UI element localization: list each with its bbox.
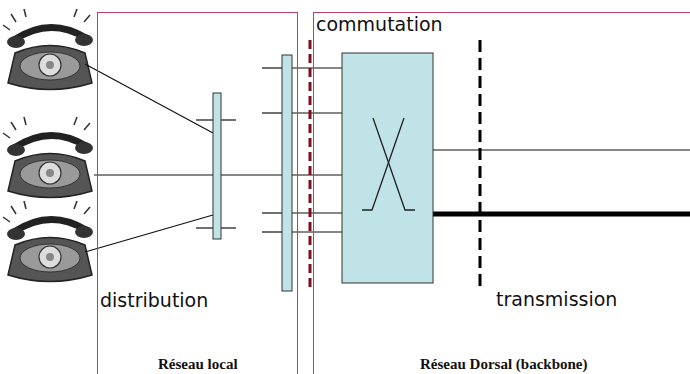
telephone: [3, 117, 93, 198]
section-label: transmission: [496, 288, 617, 310]
distribution-frame: [282, 55, 292, 291]
switch-box: [342, 53, 433, 283]
trunk-line: [433, 212, 690, 217]
distribution-bar: [213, 93, 221, 239]
boundary-dash: [479, 40, 482, 292]
section-label: distribution: [100, 289, 208, 311]
backbone-region: commutation transmissionRéseau Dorsal (ba…: [313, 12, 690, 374]
boundary-dash: [309, 40, 312, 292]
local-network-region: distributionRéseau local: [97, 12, 298, 374]
telephone: [3, 201, 93, 282]
region-label: Réseau Dorsal (backbone): [420, 356, 588, 373]
section-label: commutation: [316, 13, 443, 35]
telephone: [3, 9, 93, 90]
region-label: Réseau local: [158, 356, 238, 373]
switch-cross: [362, 118, 415, 210]
